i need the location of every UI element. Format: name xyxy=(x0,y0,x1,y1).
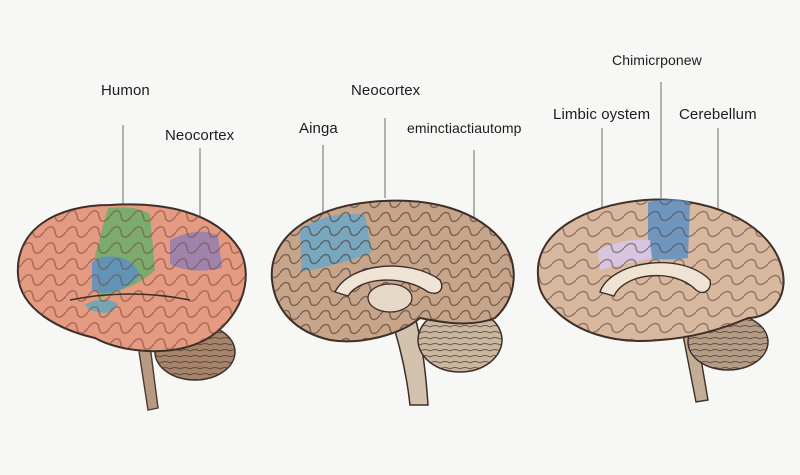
corpus-callosum-middle xyxy=(334,265,443,297)
label-neocortex-left: Neocortex xyxy=(165,127,235,144)
label-cerebellum: Cerebellum xyxy=(679,106,757,123)
label-chimicrponew: Chimicrponew xyxy=(612,52,702,68)
brain-sagittal xyxy=(270,199,515,406)
label-neocortex-middle: Neocortex xyxy=(351,82,421,99)
label-eminctiactiautomp: eminctiactiautomp xyxy=(407,120,522,136)
brain-limbic xyxy=(536,198,785,403)
leader-lines xyxy=(122,82,719,228)
label-humon: Humon xyxy=(101,82,150,99)
label-ainga: Ainga xyxy=(299,120,338,137)
label-limbic-system: Limbic oystem xyxy=(553,106,651,123)
thalamus-middle xyxy=(367,283,413,313)
brain-human-lateral xyxy=(16,203,247,411)
limbic-arc-right xyxy=(599,261,711,297)
